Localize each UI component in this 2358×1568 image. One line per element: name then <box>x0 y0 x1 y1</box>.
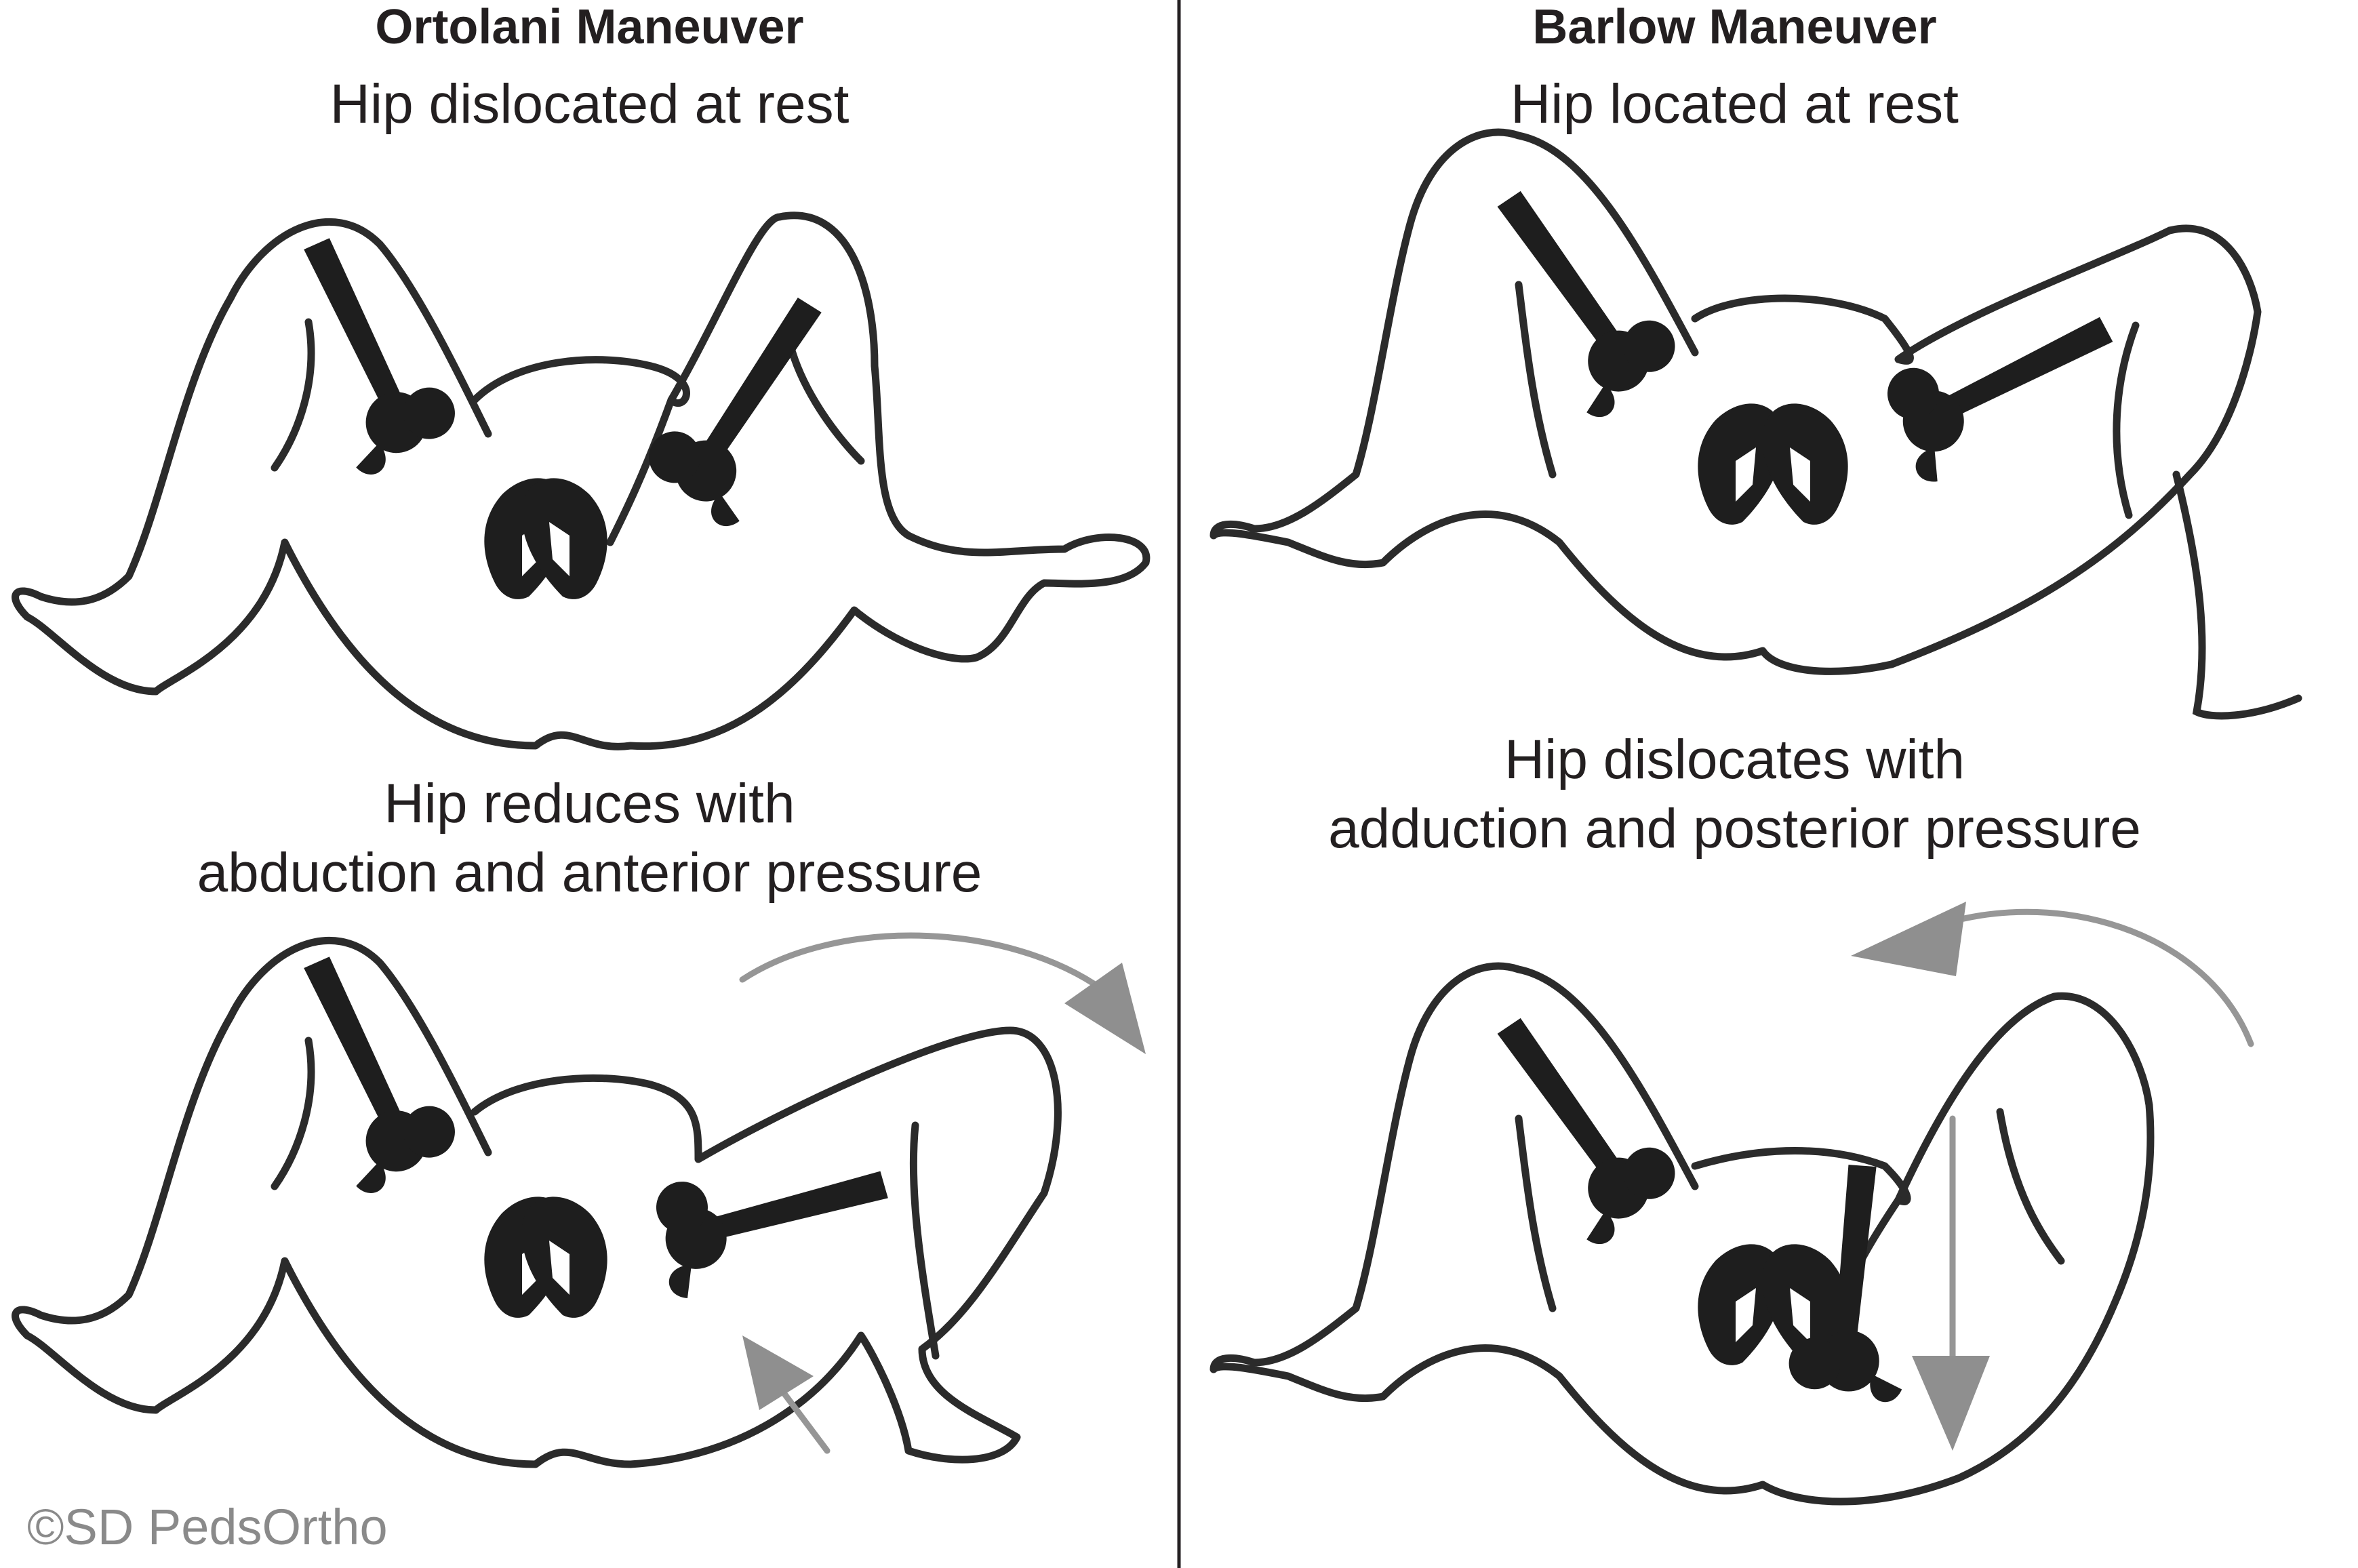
barlow-title: Barlow Maneuver <box>1532 0 1937 54</box>
posterior-pressure-arrow <box>1912 1115 1990 1451</box>
ortolani-rest-figure <box>12 212 1151 750</box>
ortolani-rest-caption: Hip dislocated at rest <box>329 73 850 135</box>
barlow-action-caption-line1: Hip dislocates with <box>1504 729 1965 790</box>
ortolani-title: Ortolani Maneuver <box>375 0 804 54</box>
ortolani-action-caption-line1: Hip reduces with <box>384 773 795 835</box>
barlow-action-figure <box>1210 962 2155 1506</box>
barlow-rest-caption: Hip located at rest <box>1511 73 1959 135</box>
ortolani-action-caption-line2: abduction and anterior pressure <box>197 842 982 904</box>
abduction-arrow <box>739 932 1146 1054</box>
barlow-action-caption-line2: adduction and posterior pressure <box>1328 798 2141 860</box>
copyright-credit: ©SD PedsOrtho <box>27 1499 388 1555</box>
barlow-rest-figure <box>1210 128 2302 720</box>
adduction-arrow <box>1851 902 2254 1047</box>
anterior-pressure-arrow <box>742 1335 831 1454</box>
